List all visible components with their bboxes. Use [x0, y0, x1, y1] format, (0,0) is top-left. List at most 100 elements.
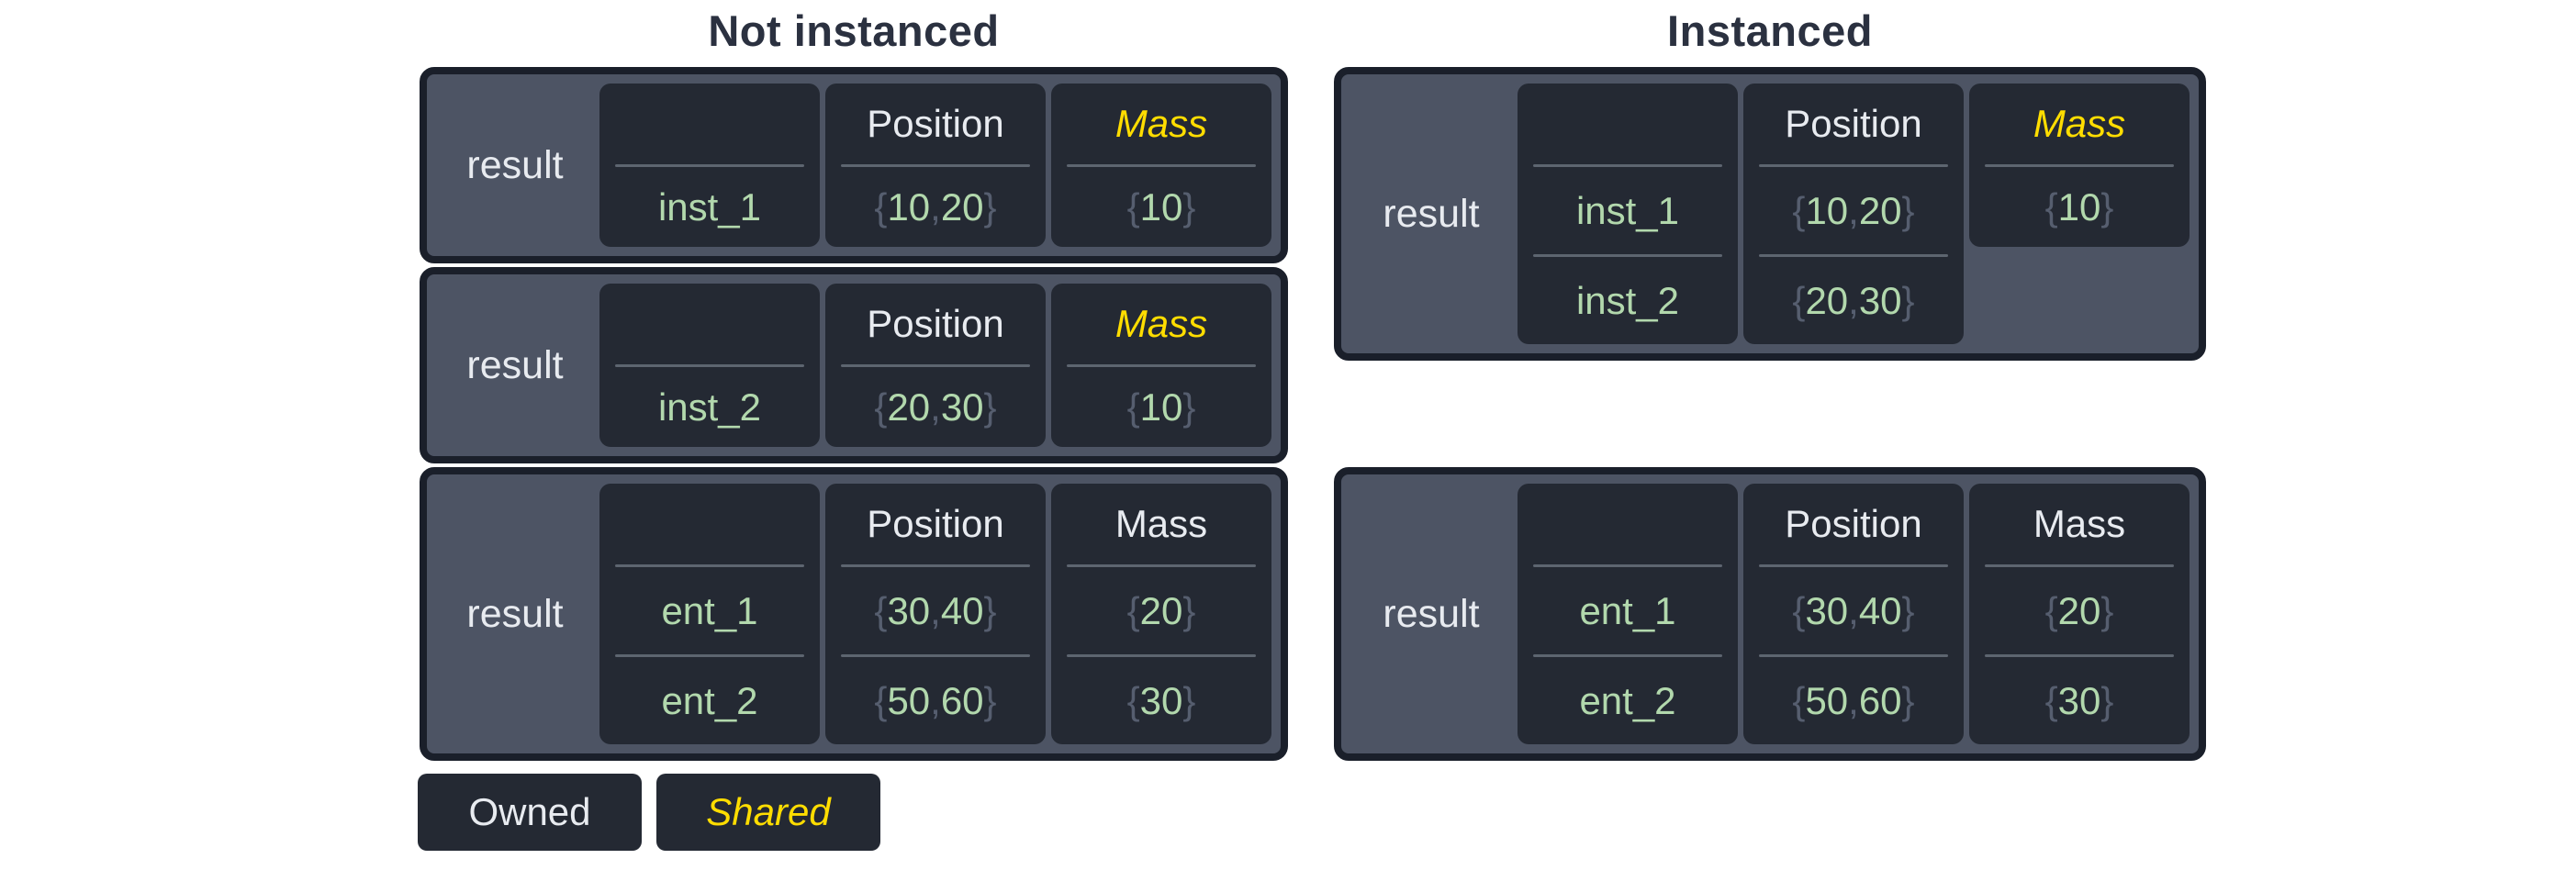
column-cell-position: Position{20, 30}	[825, 284, 1046, 447]
cell-divider	[1066, 654, 1257, 657]
value-number: 30	[1805, 588, 1849, 632]
cell-value: ent_2	[661, 678, 758, 722]
cell-divider	[1758, 164, 1949, 167]
open-brace: {	[874, 678, 888, 722]
cell-value: {10, 20}	[825, 167, 1046, 247]
cell-divider	[614, 164, 805, 167]
close-brace: }	[2100, 588, 2114, 632]
value-number: 30	[940, 385, 984, 429]
column-cell-entity: ent_1 ent_2	[599, 484, 820, 744]
column-header-empty	[1518, 84, 1738, 164]
cell-divider	[1532, 254, 1723, 257]
value-number: 50	[1805, 678, 1849, 722]
value-number: 10	[1139, 385, 1183, 429]
open-brace: {	[2044, 184, 2058, 229]
column-header-position: Position	[867, 102, 1004, 145]
cell-divider	[614, 364, 805, 367]
column-cell-mass: Mass {20} {30}	[1969, 484, 2190, 744]
value-separator: ,	[930, 184, 941, 229]
value-number: 40	[1858, 588, 1902, 632]
column-cell-mass: Mass{20}{30}	[1051, 484, 1271, 744]
cell-divider	[614, 654, 805, 657]
value-separator: ,	[1848, 188, 1859, 232]
value-number: 20	[887, 385, 931, 429]
column-header-empty	[599, 284, 820, 364]
close-brace: }	[2100, 184, 2114, 229]
open-brace: {	[2044, 678, 2058, 722]
close-brace: }	[1901, 188, 1915, 232]
cell-value: {10, 20}	[1743, 167, 1964, 254]
value-number: 20	[1139, 588, 1183, 632]
column-header-mass: Mass	[2033, 502, 2126, 545]
close-brace: }	[1901, 278, 1915, 322]
cell-divider	[1066, 364, 1257, 367]
value-number: 10	[2057, 184, 2101, 229]
value-number: 10	[887, 184, 931, 229]
column-header-position: Position	[867, 502, 1004, 545]
column-header-position: Position	[867, 302, 1004, 345]
column-cell-entity: inst_2	[599, 284, 820, 447]
cell-value: {10}	[1969, 167, 2190, 247]
column-cell-position: Position{10, 20}{20, 30}	[1743, 84, 1964, 344]
column-header-empty	[599, 84, 820, 164]
cell-value: {20}	[1969, 567, 2190, 654]
cell-value: {30, 40}	[825, 567, 1046, 654]
column-header-position: Position	[1785, 502, 1922, 545]
value-number: 50	[887, 678, 931, 722]
cell-value: ent_1	[661, 588, 758, 632]
value-separator: ,	[930, 588, 941, 632]
column-header-mass: Mass	[2033, 102, 2126, 145]
cell-divider	[840, 364, 1031, 367]
value-number: 40	[940, 588, 984, 632]
cell-divider	[1758, 254, 1949, 257]
close-brace: }	[1182, 184, 1196, 229]
group-title-instanced: Instanced	[1667, 6, 1873, 55]
close-brace: }	[1182, 678, 1196, 722]
value-number: 20	[940, 184, 984, 229]
result-table-l1: result inst_1 Position {10, 20} Mass {10}	[420, 67, 1288, 263]
close-brace: }	[983, 385, 997, 429]
value-number: 30	[2057, 678, 2101, 722]
column-header-mass: Mass	[1114, 302, 1208, 345]
column-header-mass: Mass	[1114, 502, 1208, 545]
value-number: 30	[1139, 678, 1183, 722]
cell-divider	[1066, 164, 1257, 167]
cell-value: inst_1	[657, 184, 762, 229]
open-brace: {	[1792, 278, 1806, 322]
value-number: 10	[1805, 188, 1849, 232]
legend-shared: Shared	[656, 774, 880, 851]
result-row-label: result	[466, 342, 564, 387]
result-row-label: result	[1383, 191, 1480, 236]
close-brace: }	[983, 184, 997, 229]
value-number: 30	[1858, 278, 1902, 322]
column-header-empty	[1518, 484, 1738, 564]
column-cell-mass: Mass{10}	[1051, 284, 1271, 447]
open-brace: {	[874, 588, 888, 632]
close-brace: }	[1182, 385, 1196, 429]
value-separator: ,	[930, 678, 941, 722]
value-number: 20	[2057, 588, 2101, 632]
value-separator: ,	[930, 385, 941, 429]
close-brace: }	[2100, 678, 2114, 722]
result-row-label: result	[466, 591, 564, 636]
result-row-label: result	[466, 142, 564, 187]
cell-divider	[840, 164, 1031, 167]
legend-owned: Owned	[418, 774, 642, 851]
column-cell-mass: Mass{10}	[1051, 84, 1271, 247]
cell-divider	[840, 654, 1031, 657]
value-number: 60	[940, 678, 984, 722]
group-title-not-instanced: Not instanced	[708, 6, 1000, 55]
open-brace: {	[1126, 184, 1140, 229]
column-header-mass: Mass	[1114, 102, 1208, 145]
column-cell-position: Position{30, 40}{50, 60}	[1743, 484, 1964, 744]
cell-value: {20, 30}	[1743, 257, 1964, 344]
cell-value: {50, 60}	[825, 657, 1046, 744]
result-row-label: result	[1383, 591, 1480, 636]
cell-divider	[614, 564, 805, 567]
open-brace: {	[1792, 678, 1806, 722]
